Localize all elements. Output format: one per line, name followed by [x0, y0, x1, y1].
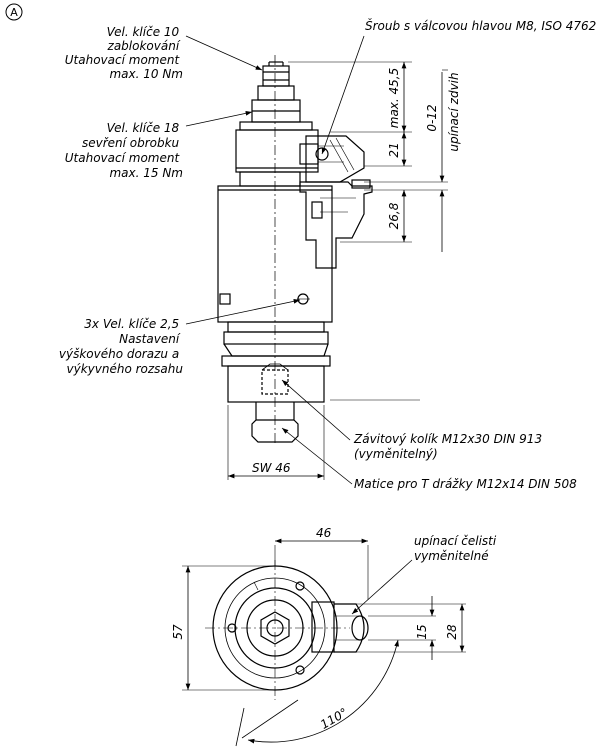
- dim-57: 57: [171, 624, 185, 640]
- dim-46: 46: [316, 526, 332, 540]
- view-marker-label: A: [10, 6, 18, 19]
- dim-26-8: 26,8: [387, 202, 401, 229]
- side-callouts: Vel. klíče 10 zablokování Utahovací mome…: [59, 18, 596, 491]
- dim-15: 15: [415, 624, 429, 639]
- view-marker: A: [5, 3, 23, 21]
- dim-28: 28: [445, 624, 459, 640]
- t-nut-label: Matice pro T drážky M12x14 DIN 508: [354, 477, 577, 491]
- dim-stroke-label: upínací zdvih: [447, 72, 461, 151]
- dim-angle-110: 110°: [318, 705, 350, 732]
- grub-screw-label: Závitový kolík M12x30 DIN 913 (vyměnitel…: [353, 432, 546, 461]
- base: [227, 365, 325, 403]
- dim-stroke-range: 0-12: [425, 104, 439, 131]
- jaw-block: [299, 181, 373, 269]
- plan-text: upínací čelisti vyměnitelné 46 57 15 28 …: [171, 526, 500, 732]
- dim-sw46: SW 46: [252, 461, 291, 475]
- clamp-arm: [305, 135, 365, 183]
- wrench-10-label: Vel. klíče 10 zablokování Utahovací mome…: [65, 25, 183, 81]
- wrench-18-label: Vel. klíče 18 sevření obrobku Utahovací …: [65, 121, 183, 180]
- jaws-label: upínací čelisti vyměnitelné: [414, 534, 500, 563]
- side-leaders: [185, 35, 448, 485]
- side-view: [217, 55, 373, 445]
- plan-dims: [182, 538, 466, 744]
- dim-21: 21: [387, 142, 401, 157]
- dim-max-45-5: max. 45,5: [387, 68, 401, 129]
- t-nut: [251, 402, 299, 443]
- wrench-2-5-label: 3x Vel. klíče 2,5 Nastavení výškového do…: [59, 317, 184, 376]
- lock-nut: [262, 65, 290, 87]
- screw-label: Šroub s válcovou hlavou M8, ISO 4762: [365, 18, 596, 33]
- adjust-hole-left: [219, 293, 231, 305]
